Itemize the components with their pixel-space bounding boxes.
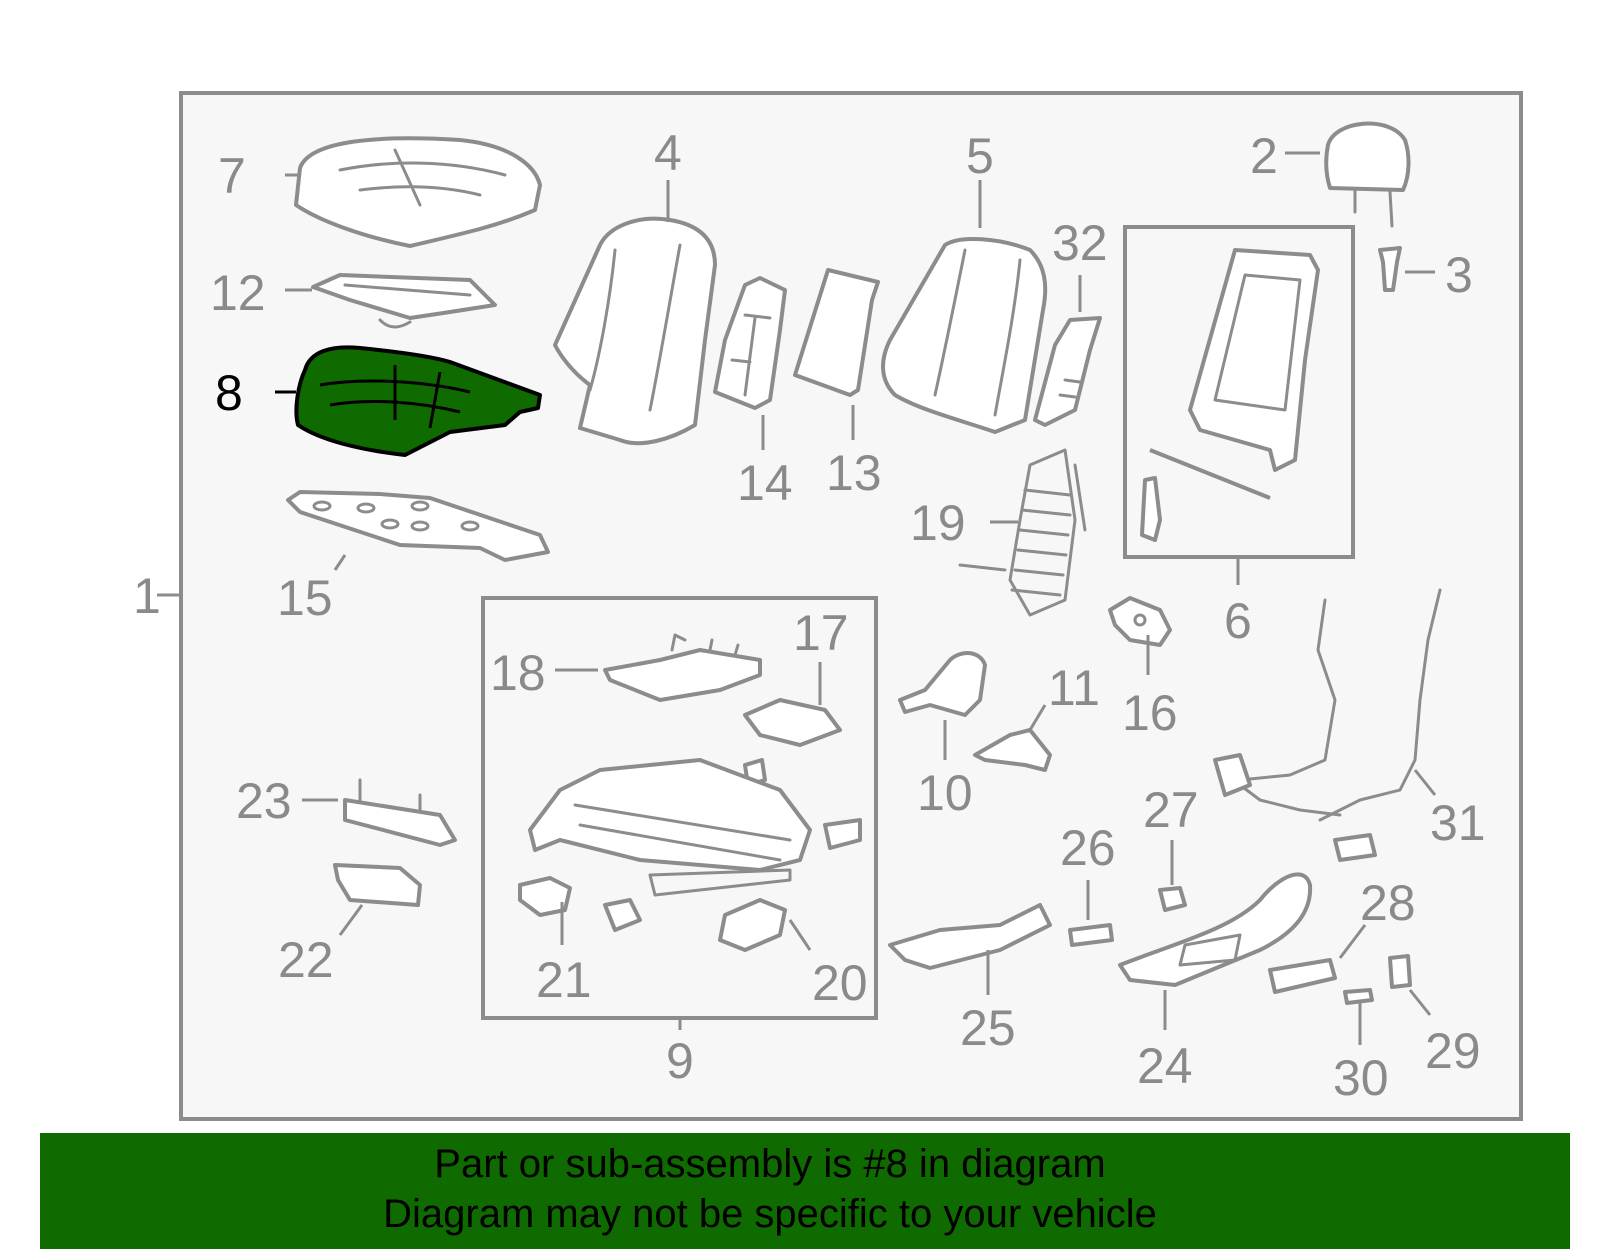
part-13-panel[interactable] xyxy=(793,268,880,397)
callout-27: 27 xyxy=(1143,782,1199,838)
callout-32: 32 xyxy=(1052,215,1108,271)
part-27-knob[interactable] xyxy=(1158,886,1187,912)
callout-17: 17 xyxy=(793,605,849,661)
part-26-clip[interactable] xyxy=(1068,923,1114,947)
callout-3: 3 xyxy=(1445,247,1473,303)
callout-29: 29 xyxy=(1425,1023,1481,1079)
part-6-seatback-frame[interactable] xyxy=(1140,248,1320,542)
footer-line-2: Diagram may not be specific to your vehi… xyxy=(383,1192,1157,1236)
part-20-motor[interactable] xyxy=(718,898,787,952)
callout-21: 21 xyxy=(536,952,592,1008)
callout-14: 14 xyxy=(737,455,793,511)
callout-18: 18 xyxy=(490,645,546,701)
part-8-cushion-pad[interactable] xyxy=(294,345,542,457)
footer-banner: Part or sub-assembly is #8 in diagram Di… xyxy=(40,1133,1570,1249)
callout-5: 5 xyxy=(966,128,994,184)
callout-24: 24 xyxy=(1137,1038,1193,1094)
callout-10: 10 xyxy=(917,765,973,821)
leader-lines xyxy=(157,151,1437,1045)
callout-20: 20 xyxy=(812,955,868,1011)
part-14-bracket[interactable] xyxy=(713,276,787,410)
part-28-switch[interactable] xyxy=(1268,958,1337,994)
callout-15: 15 xyxy=(277,570,333,626)
callout-30: 30 xyxy=(1333,1050,1389,1106)
part-7-cushion-cover[interactable] xyxy=(294,136,542,248)
callout-13: 13 xyxy=(826,445,882,501)
callout-2: 2 xyxy=(1250,128,1278,184)
callout-8: 8 xyxy=(215,365,243,421)
callout-16: 16 xyxy=(1122,685,1178,741)
callout-22: 22 xyxy=(278,932,334,988)
callout-9: 9 xyxy=(666,1033,694,1089)
part-11-bracket[interactable] xyxy=(973,728,1052,772)
part-25-trim[interactable] xyxy=(888,903,1052,970)
part-12-cushion-frame[interactable] xyxy=(311,273,497,329)
callout-6: 6 xyxy=(1224,593,1252,649)
part-9-adjuster[interactable] xyxy=(528,758,862,897)
part-22-cover[interactable] xyxy=(333,863,422,907)
part-17-latch[interactable] xyxy=(743,698,842,787)
part-23-bracket[interactable] xyxy=(343,778,457,847)
callout-28: 28 xyxy=(1360,875,1416,931)
part-2-headrest[interactable] xyxy=(1324,121,1411,228)
part-21-bracket[interactable] xyxy=(518,876,642,932)
part-5-seatback[interactable] xyxy=(881,236,1048,434)
footer-line-1: Part or sub-assembly is #8 in diagram xyxy=(434,1142,1106,1186)
callout-19: 19 xyxy=(910,495,966,551)
callout-11: 11 xyxy=(1048,660,1100,716)
part-30-knob[interactable] xyxy=(1343,988,1374,1005)
callout-12: 12 xyxy=(210,265,266,321)
callout-25: 25 xyxy=(960,1000,1016,1056)
part-3-guide[interactable] xyxy=(1378,246,1402,292)
part-10-cover[interactable] xyxy=(898,651,987,717)
callout-labels: 1 2 3 4 5 6 7 8 9 10 11 12 13 14 15 16 1… xyxy=(133,125,1486,1106)
callout-26: 26 xyxy=(1060,820,1116,876)
part-15-cushion-pan[interactable] xyxy=(286,490,550,562)
callout-4: 4 xyxy=(654,125,682,181)
part-16-bracket[interactable] xyxy=(1108,596,1172,647)
part-32-trim[interactable] xyxy=(1033,316,1102,427)
part-29-knob[interactable] xyxy=(1388,954,1412,989)
part-4-seatback-cover[interactable] xyxy=(553,216,717,446)
part-18-frame[interactable] xyxy=(603,633,762,702)
callout-31: 31 xyxy=(1430,795,1486,851)
callout-7: 7 xyxy=(218,148,246,204)
callout-1: 1 xyxy=(133,568,161,624)
part-19-lumbar[interactable] xyxy=(958,448,1087,617)
callout-23: 23 xyxy=(236,773,292,829)
part-31-harness[interactable] xyxy=(1213,588,1442,862)
part-24-side-shield[interactable] xyxy=(1118,872,1313,987)
